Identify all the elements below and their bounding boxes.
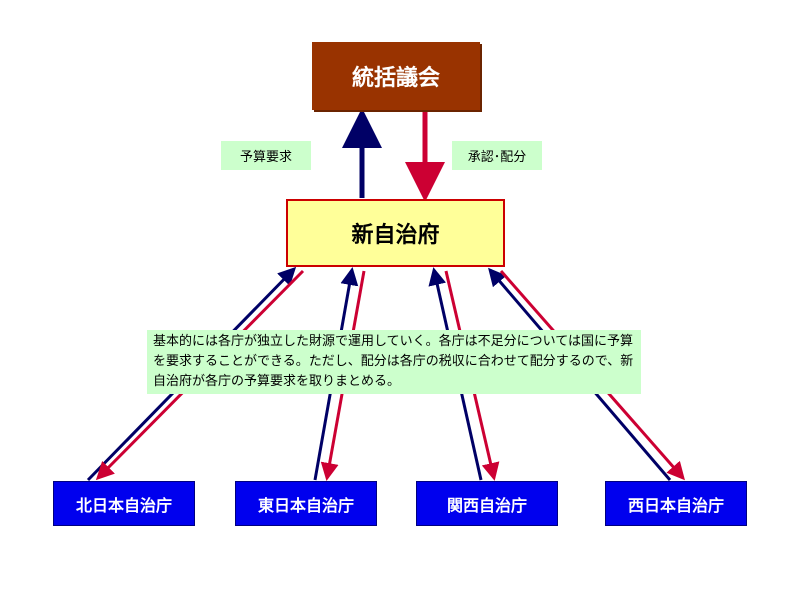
prefecture-kansai-label: 関西自治庁 [446,495,527,515]
council-box: 統括議会 [312,42,480,110]
approval-edge-label: 承認･配分 [452,141,542,170]
prefecture-east: 東日本自治庁 [235,481,377,526]
government-box: 新自治府 [286,199,505,267]
prefecture-east-label: 東日本自治庁 [257,495,354,515]
prefecture-north-label: 北日本自治庁 [75,495,172,515]
prefecture-north: 北日本自治庁 [53,481,195,526]
council-label: 統括議会 [351,66,440,91]
explanation-note: 基本的には各庁が独立した財源で運用していく。各庁は不足分については国に予算を要求… [147,330,641,394]
prefecture-west-label: 西日本自治庁 [627,495,724,515]
government-label: 新自治府 [351,223,440,248]
approval-edge-text: 承認･配分 [467,150,527,165]
prefecture-west: 西日本自治庁 [605,481,747,526]
request-edge-text: 予算要求 [239,150,292,165]
request-edge-label: 予算要求 [221,141,311,170]
prefecture-kansai: 関西自治庁 [416,481,558,526]
